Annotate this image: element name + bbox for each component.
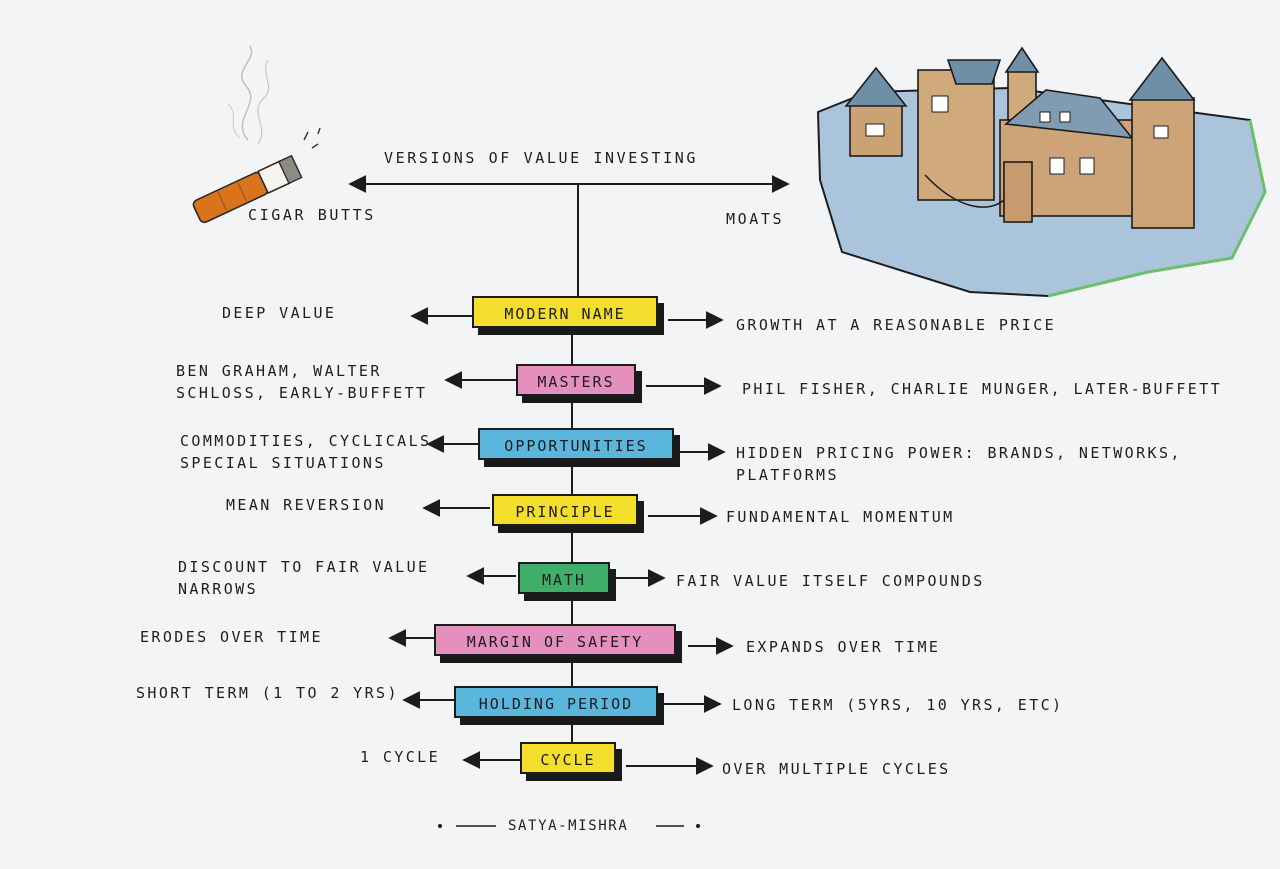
left-math: DISCOUNT TO FAIR VALUE NARROWS xyxy=(178,558,430,598)
box-math: MATH xyxy=(518,562,610,594)
signature-decoration xyxy=(438,824,700,828)
right-modern-name: GROWTH AT A REASONABLE PRICE xyxy=(736,316,1057,334)
signature: SATYA-MISHRA xyxy=(508,818,629,834)
box-modern-name: MODERN NAME xyxy=(472,296,658,328)
box-masters: MASTERS xyxy=(516,364,636,396)
row-arrows xyxy=(388,307,734,775)
left-masters: BEN GRAHAM, WALTER SCHLOSS, EARLY-BUFFET… xyxy=(176,362,428,402)
right-holding-period: LONG TERM (5YRS, 10 YRS, ETC) xyxy=(732,696,1064,714)
right-margin-of-safety: EXPANDS OVER TIME xyxy=(746,638,941,656)
right-opportunities: HIDDEN PRICING POWER: BRANDS, NETWORKS, … xyxy=(736,444,1182,484)
right-math: FAIR VALUE ITSELF COMPOUNDS xyxy=(676,572,985,590)
left-opportunities: COMMODITIES, CYCLICALS, SPECIAL SITUATIO… xyxy=(180,432,443,472)
left-margin-of-safety: ERODES OVER TIME xyxy=(140,628,323,646)
diagram-title: VERSIONS OF VALUE INVESTING xyxy=(384,149,699,167)
box-cycle: CYCLE xyxy=(520,742,616,774)
box-principle: PRINCIPLE xyxy=(492,494,638,526)
cigar-icon xyxy=(192,45,321,224)
left-version-label: CIGAR BUTTS xyxy=(248,206,376,224)
left-modern-name: DEEP VALUE xyxy=(222,304,337,322)
right-principle: FUNDAMENTAL MOMENTUM xyxy=(726,508,955,526)
castle-icon xyxy=(816,46,1267,298)
right-version-label: MOATS xyxy=(726,210,785,228)
left-principle: MEAN REVERSION xyxy=(226,496,387,514)
box-margin-of-safety: MARGIN OF SAFETY xyxy=(434,624,676,656)
left-cycle: 1 CYCLE xyxy=(360,748,441,766)
box-opportunities: OPPORTUNITIES xyxy=(478,428,674,460)
right-masters: PHIL FISHER, CHARLIE MUNGER, LATER-BUFFE… xyxy=(742,380,1223,398)
box-holding-period: HOLDING PERIOD xyxy=(454,686,658,718)
right-cycle: OVER MULTIPLE CYCLES xyxy=(722,760,951,778)
left-holding-period: SHORT TERM (1 TO 2 YRS) xyxy=(136,684,399,702)
